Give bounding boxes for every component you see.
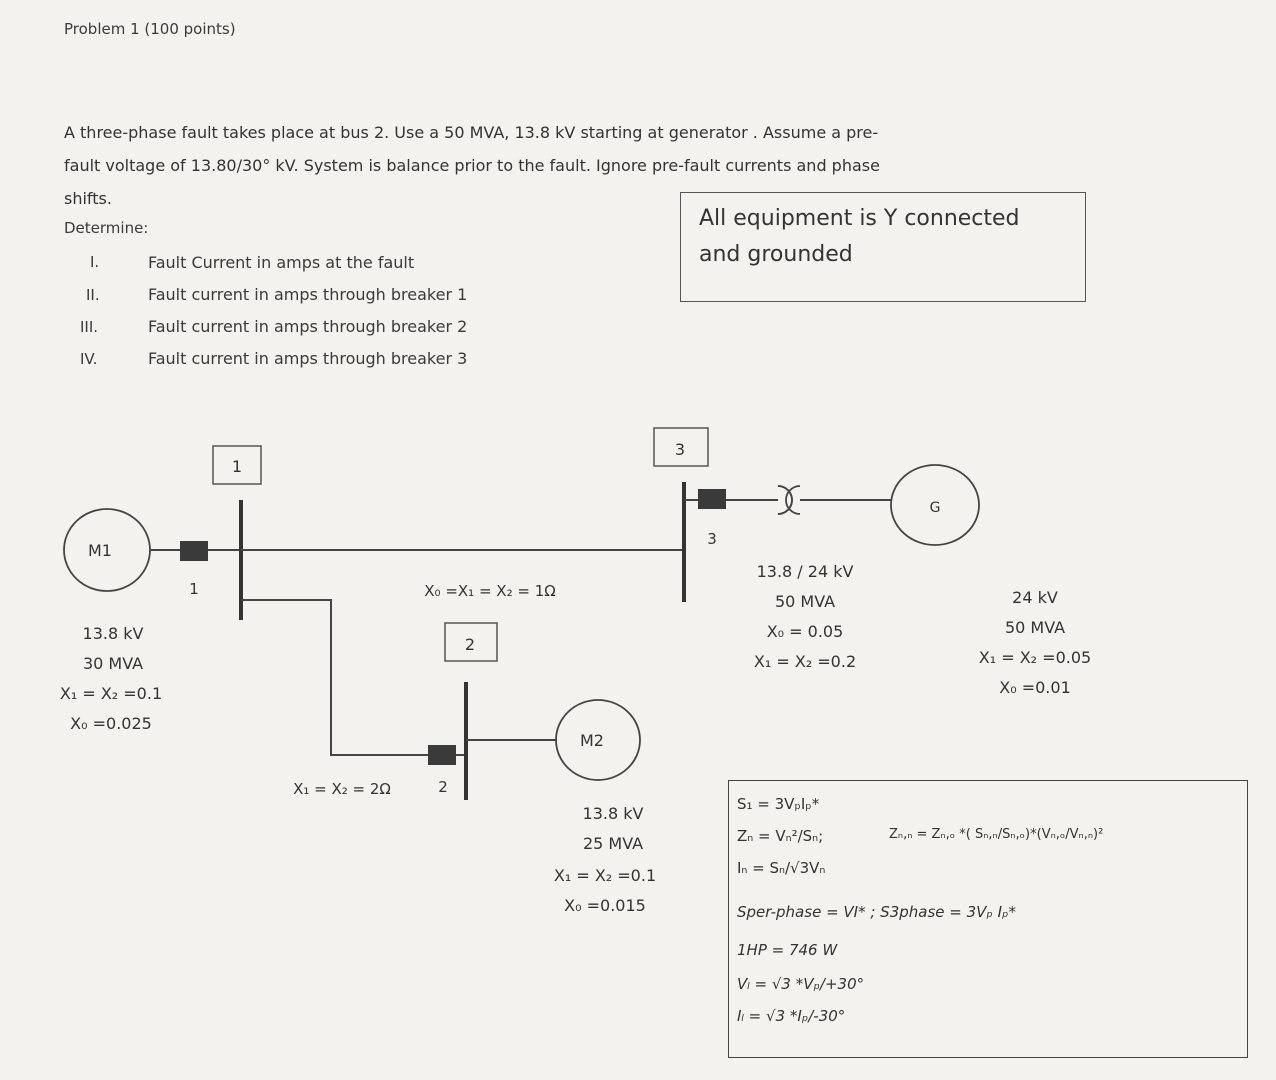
generator-label: G: [930, 500, 941, 516]
breaker-2: [428, 745, 456, 765]
breaker-2-label: 2: [438, 778, 448, 796]
gen-spec-voltage: 24 kV: [1012, 588, 1058, 607]
bus-1-box: [212, 445, 262, 485]
gen-spec-x0: X₀ =0.01: [999, 678, 1071, 697]
generator-circle: [890, 464, 980, 546]
equipment-note-box: All equipment is Y connected and grounde…: [680, 192, 1086, 302]
bus-3-box: [653, 427, 709, 467]
gen-spec-mva: 50 MVA: [1004, 618, 1066, 637]
formula-box: S₁ = 3VₚIₚ* Zₙ = Vₙ²/Sₙ; Zₙ,ₙ = Zₙ,ₒ *( …: [728, 780, 1248, 1058]
line-13-impedance: X₀ =X₁ = X₂ = 1Ω: [424, 582, 555, 600]
breaker-1-label: 1: [189, 580, 199, 598]
breaker-3: [698, 489, 726, 509]
formula-base-current: Iₙ = Sₙ/√3Vₙ: [737, 859, 826, 877]
note-line-2: and grounded: [699, 242, 853, 267]
problem-title: Problem 1 (100 points): [64, 20, 236, 38]
determine-label: Determine:: [64, 219, 149, 237]
m2-spec-x1x2: X₁ = X₂ =0.1: [553, 866, 657, 885]
breaker-3-label: 3: [707, 530, 717, 548]
problem-line-2: fault voltage of 13.80/30° kV. System is…: [64, 156, 880, 175]
item-1-number: I.: [90, 253, 100, 271]
formula-power: S₁ = 3VₚIₚ*: [737, 795, 820, 813]
item-4-text: Fault current in amps through breaker 3: [148, 349, 468, 368]
tx-spec-voltage: 13.8 / 24 kV: [756, 562, 854, 581]
bus-2-box: [444, 622, 498, 662]
tx-spec-mva: 50 MVA: [774, 592, 836, 611]
formula-line-current: Iₗ = √3 *Iₚ/-30°: [737, 1007, 846, 1025]
formula-line-voltage: Vₗ = √3 *Vₚ/+30°: [737, 975, 865, 993]
transformer-winding-2: [785, 485, 801, 515]
item-1-text: Fault Current in amps at the fault: [148, 253, 415, 272]
motor-m1-label: M1: [88, 541, 112, 560]
formula-horsepower: 1HP = 746 W: [737, 941, 838, 959]
formula-base-impedance: Zₙ = Vₙ²/Sₙ;: [737, 827, 824, 845]
m2-spec-voltage: 13.8 kV: [582, 804, 644, 823]
formula-phase-power: Sper-phase = VI* ; S3phase = 3Vₚ Iₚ*: [737, 903, 1016, 921]
gen-spec-x1x2: X₁ = X₂ =0.05: [978, 648, 1092, 667]
problem-line-3: shifts.: [64, 189, 112, 208]
m1-spec-x0: X₀ =0.025: [70, 714, 152, 733]
m1-spec-mva: 30 MVA: [82, 654, 144, 673]
bus-3-label: 3: [675, 440, 685, 459]
motor-m2-circle: [555, 699, 641, 781]
note-line-1: All equipment is Y connected: [699, 206, 1020, 231]
item-4-number: IV.: [80, 350, 98, 368]
tx-spec-x0: X₀ = 0.05: [766, 622, 844, 641]
m2-spec-mva: 25 MVA: [582, 834, 644, 853]
m2-spec-x0: X₀ =0.015: [564, 896, 646, 915]
item-3-number: III.: [80, 318, 99, 336]
bus-1-label: 1: [232, 457, 242, 476]
item-2-text: Fault current in amps through breaker 1: [148, 285, 468, 304]
motor-m2-label: M2: [580, 731, 604, 750]
m1-spec-x1x2: X₁ = X₂ =0.1: [59, 684, 163, 703]
m1-spec-voltage: 13.8 kV: [82, 624, 144, 643]
line-bus1-bus2: [241, 599, 466, 756]
item-2-number: II.: [86, 286, 100, 304]
item-3-text: Fault current in amps through breaker 2: [148, 317, 468, 336]
tx-spec-x1x2: X₁ = X₂ =0.2: [753, 652, 857, 671]
problem-line-1: A three-phase fault takes place at bus 2…: [64, 123, 879, 142]
formula-impedance-conversion: Zₙ,ₙ = Zₙ,ₒ *( Sₙ,ₙ/Sₙ,ₒ)*(Vₙ,ₒ/Vₙ,ₙ)²: [889, 827, 1104, 842]
breaker-1: [180, 541, 208, 561]
line-12-impedance: X₁ = X₂ = 2Ω: [293, 780, 391, 798]
bus-2-label: 2: [465, 635, 475, 654]
